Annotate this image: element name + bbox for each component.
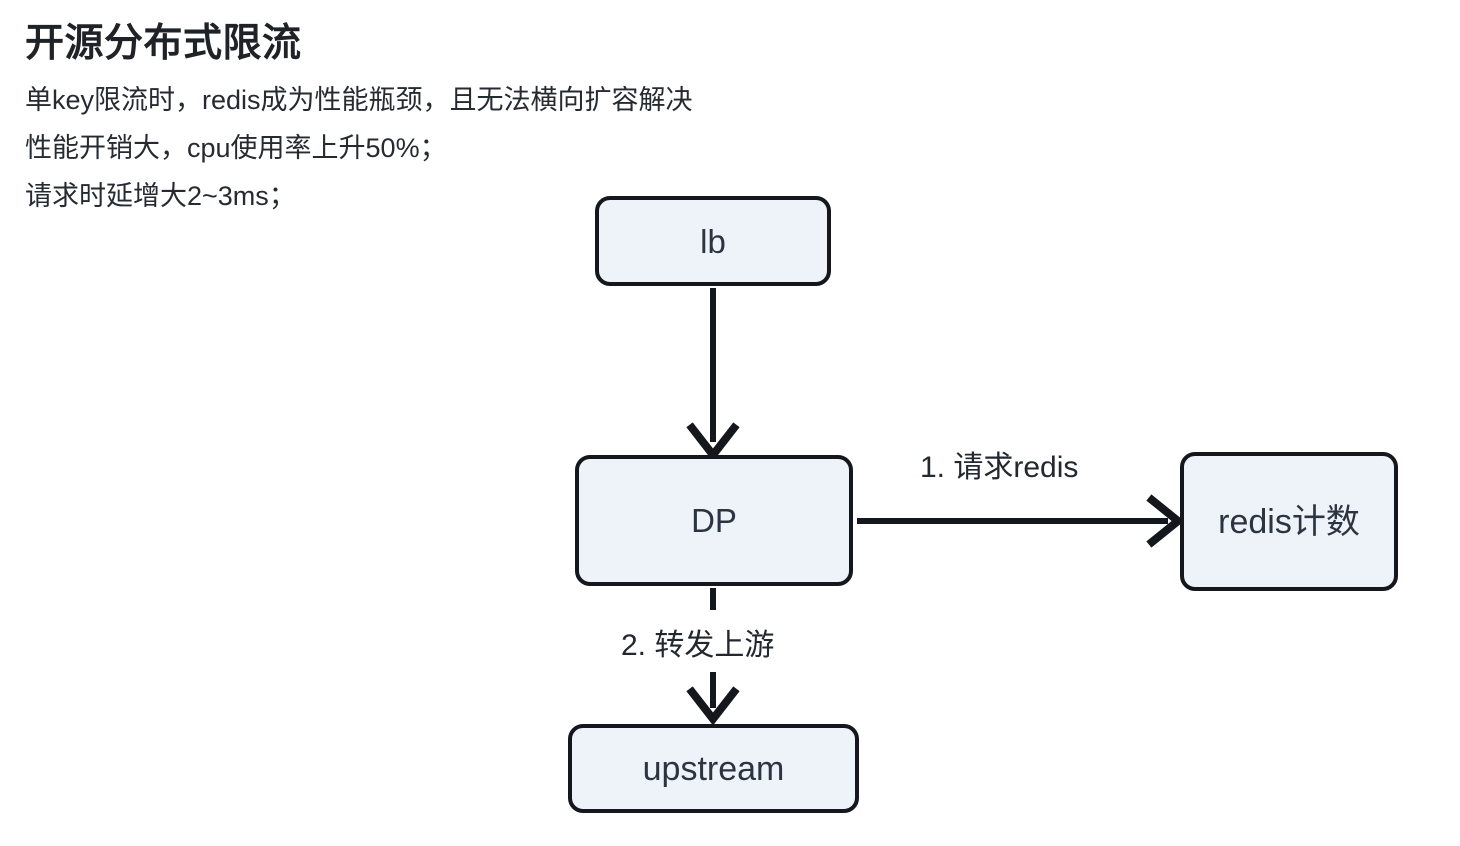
edge-dp-to-redis [857,494,1185,548]
edge-lb-to-dp [686,288,740,462]
description-list: 单key限流时，redis成为性能瓶颈，且无法横向扩容解决 性能开销大，cpu使… [25,76,925,220]
edge-label-request-redis: 1. 请求redis [920,451,1079,484]
node-redis-counter-label: redis计数 [1218,502,1360,541]
heading-block: 开源分布式限流 单key限流时，redis成为性能瓶颈，且无法横向扩容解决 性能… [25,18,925,220]
description-line-2: 性能开销大，cpu使用率上升50%； [25,133,447,163]
node-upstream-label: upstream [642,749,785,788]
edge-label-forward-upstream: 2. 转发上游 [621,629,775,662]
description-line-3: 请求时延增大2~3ms； [25,181,296,211]
node-redis-counter[interactable]: redis计数 [1180,452,1398,591]
node-dp-label: DP [691,502,737,539]
node-lb[interactable]: lb [595,196,831,286]
page-title: 开源分布式限流 [25,22,302,65]
description-line-1: 单key限流时，redis成为性能瓶颈，且无法横向扩容解决 [25,85,693,115]
node-lb-label: lb [700,222,726,260]
node-upstream[interactable]: upstream [568,724,859,813]
node-dp[interactable]: DP [575,455,853,586]
